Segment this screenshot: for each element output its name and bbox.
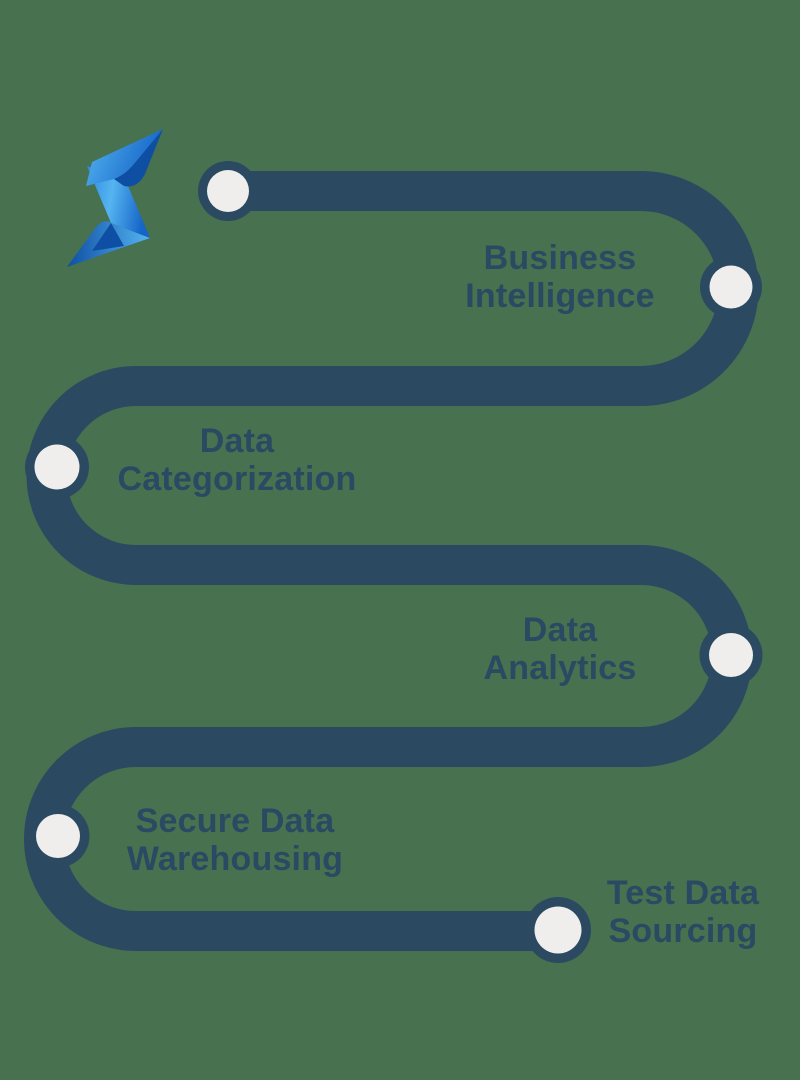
node-data-categorization bbox=[25, 435, 89, 499]
node-business-intelligence bbox=[700, 256, 762, 318]
node-start bbox=[198, 161, 258, 221]
step-label-test-data-sourcing: Test Data Sourcing bbox=[533, 874, 800, 950]
logo-top-blade bbox=[86, 129, 163, 186]
node-test-data-sourcing bbox=[525, 897, 591, 963]
lightning-ribbon-logo-icon bbox=[67, 129, 163, 267]
logo-bottom-fold bbox=[92, 223, 124, 251]
step-label-line: Secure Data bbox=[135, 802, 335, 840]
step-label-line: Analytics bbox=[483, 649, 637, 687]
step-label-data-categorization: Data Categorization bbox=[62, 422, 412, 498]
step-label-line: Sourcing bbox=[608, 912, 758, 950]
step-label-secure-data-warehousing: Secure Data Warehousing bbox=[60, 802, 410, 878]
step-label-line: Categorization bbox=[117, 460, 357, 498]
step-label-line: Data bbox=[199, 422, 275, 460]
step-label-data-analytics: Data Analytics bbox=[410, 611, 710, 687]
logo-middle-band bbox=[87, 166, 150, 238]
step-label-line: Business bbox=[483, 239, 637, 277]
step-label-line: Data bbox=[522, 611, 598, 649]
step-label-business-intelligence: Business Intelligence bbox=[410, 239, 710, 315]
node-data-analytics bbox=[699, 623, 763, 687]
step-label-line: Intelligence bbox=[465, 277, 655, 315]
node-secure-data-warehousing bbox=[26, 804, 90, 868]
step-label-line: Test Data bbox=[606, 874, 760, 912]
step-label-line: Warehousing bbox=[126, 840, 344, 878]
serpentine-path bbox=[24, 171, 759, 951]
